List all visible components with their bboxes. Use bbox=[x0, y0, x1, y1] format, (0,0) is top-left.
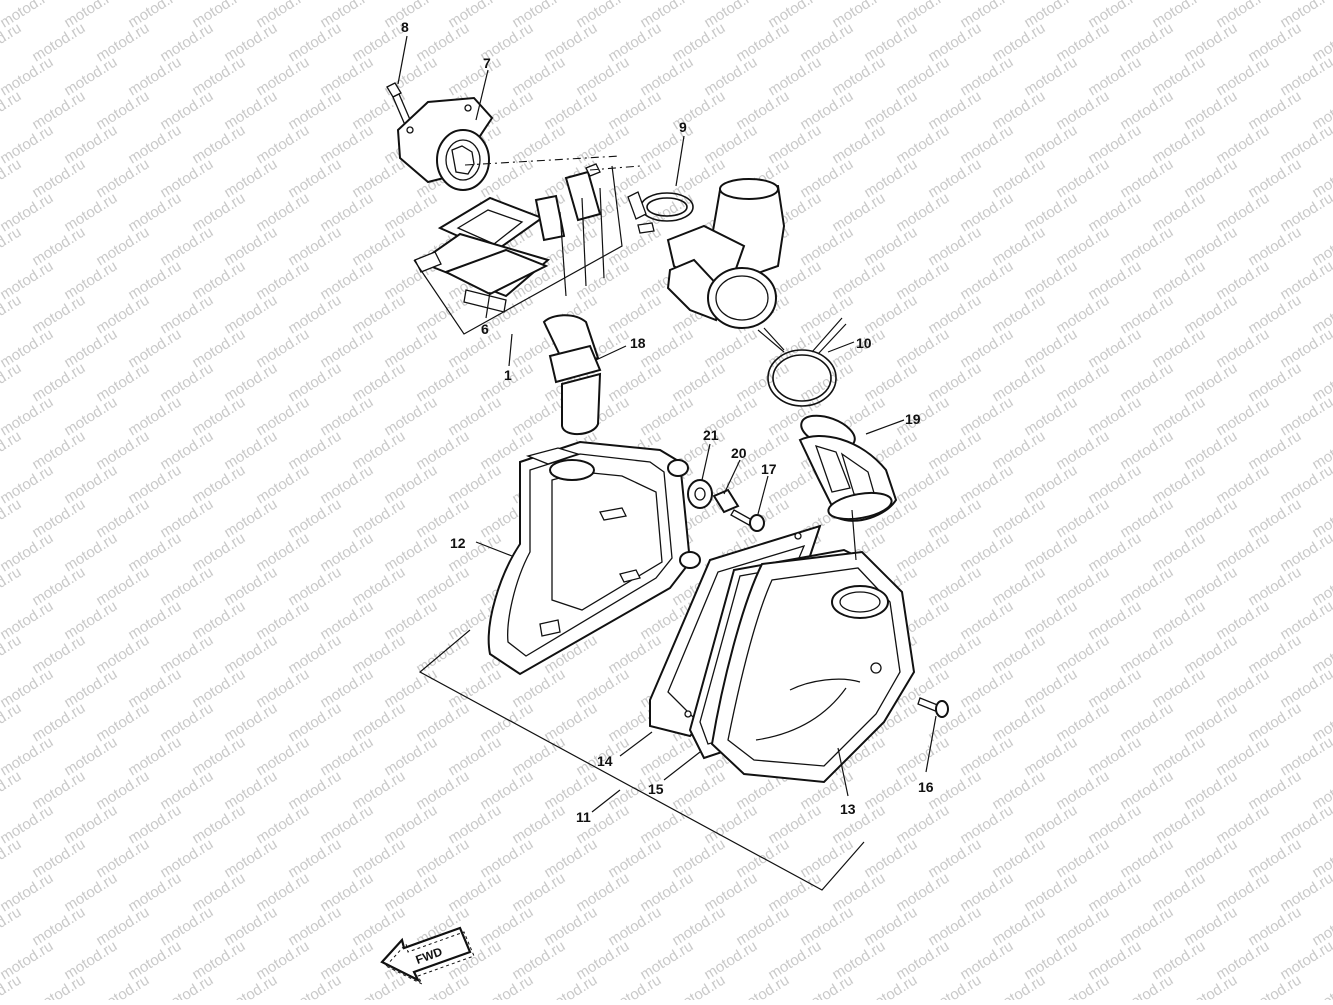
watermark-text: motod.ru bbox=[0, 156, 24, 202]
watermark-text: motod.ru bbox=[349, 972, 408, 1000]
watermark-text: motod.ru bbox=[0, 564, 24, 610]
callout-19: 17 bbox=[761, 461, 777, 477]
watermark-text: motod.ru bbox=[1277, 258, 1333, 304]
watermark-text: motod.ru bbox=[477, 972, 536, 1000]
watermark-text: motod.ru bbox=[733, 972, 792, 1000]
watermark-text: motod.ru bbox=[0, 836, 24, 882]
callout-9: 9 bbox=[679, 119, 687, 135]
watermark-text: motod.ru bbox=[0, 632, 24, 678]
watermark-text: motod.ru bbox=[0, 496, 24, 542]
callout-14: 18 bbox=[630, 335, 646, 351]
callout-13: 13 bbox=[840, 801, 856, 817]
part-21-grommet bbox=[687, 479, 713, 509]
callout-12: 12 bbox=[450, 535, 466, 551]
callouts: 8 7 9 6 1 18 10 19 21 20 17 12 14 15 11 … bbox=[401, 19, 934, 825]
assembly-lines bbox=[413, 155, 865, 891]
watermark-text: motod.ru bbox=[1277, 394, 1333, 440]
watermark-text: motod.ru bbox=[0, 20, 24, 66]
watermark-text: motod.ru bbox=[1053, 972, 1112, 1000]
part-17-intake-boot bbox=[798, 414, 898, 522]
watermark-text: motod.ru bbox=[989, 972, 1048, 1000]
watermark-text: motod.ru bbox=[0, 428, 24, 474]
part-20-collar bbox=[712, 488, 740, 514]
part-13-cover bbox=[710, 550, 916, 784]
watermark-text: motod.ru bbox=[797, 972, 856, 1000]
callout-17: 19 bbox=[905, 411, 921, 427]
watermark-text: motod.ru bbox=[1309, 972, 1333, 1000]
watermark-text: motod.ru bbox=[1277, 598, 1333, 644]
watermark-text: motod.ru bbox=[861, 972, 920, 1000]
part-6-reed-valve bbox=[414, 163, 602, 313]
part-9-clamp bbox=[627, 191, 694, 234]
watermark-text: motod.ru bbox=[1277, 462, 1333, 508]
callout-11: 11 bbox=[576, 809, 591, 825]
watermark-text: motod.ru bbox=[1277, 802, 1333, 848]
part-18-screw bbox=[917, 697, 949, 718]
part-7-manifold bbox=[396, 96, 494, 191]
carburetor bbox=[666, 178, 786, 329]
part-10-hose-clip bbox=[757, 317, 847, 407]
callout-21: 21 bbox=[703, 427, 719, 443]
watermark-text: motod.ru bbox=[925, 972, 984, 1000]
callout-15: 14 bbox=[597, 753, 613, 769]
watermark-text: motod.ru bbox=[29, 972, 88, 1000]
callout-16: 15 bbox=[648, 781, 664, 797]
callout-8: 8 bbox=[401, 19, 409, 35]
leader-lines bbox=[397, 35, 937, 813]
part-19-bolt bbox=[730, 509, 765, 532]
watermark-text: motod.ru bbox=[1117, 972, 1176, 1000]
watermark-text: motod.ru bbox=[1245, 972, 1304, 1000]
watermark-text: motod.ru bbox=[1277, 938, 1333, 984]
watermark-text: motod.ru bbox=[221, 972, 280, 1000]
watermark-text: motod.ru bbox=[1277, 530, 1333, 576]
watermark-text: motod.ru bbox=[1277, 870, 1333, 916]
callout-6: 6 bbox=[481, 321, 489, 337]
callout-1: 1 bbox=[504, 367, 512, 383]
part-14-duct bbox=[542, 314, 602, 435]
callout-20: 20 bbox=[731, 445, 747, 461]
watermark-text: motod.ru bbox=[0, 224, 24, 270]
watermark-text: motod.ru bbox=[0, 292, 24, 338]
watermark-text: motod.ru bbox=[1277, 326, 1333, 372]
callout-10: 10 bbox=[856, 335, 872, 351]
watermark-text: motod.ru bbox=[0, 700, 24, 746]
callout-18: 16 bbox=[918, 779, 934, 795]
watermark-text: motod.ru bbox=[285, 972, 344, 1000]
watermark-text: motod.ru bbox=[413, 972, 472, 1000]
watermark-text: motod.ru bbox=[0, 360, 24, 406]
watermark-text: motod.ru bbox=[0, 768, 24, 814]
callout-7: 7 bbox=[483, 55, 491, 71]
watermark-text: motod.ru bbox=[669, 972, 728, 1000]
watermark-text: motod.ru bbox=[1277, 122, 1333, 168]
watermark-text: motod.ru bbox=[1277, 190, 1333, 236]
part-12-case bbox=[487, 440, 701, 676]
watermark-text: motod.ru bbox=[93, 972, 152, 1000]
watermark-text: motod.ru bbox=[1277, 734, 1333, 780]
watermark-text: motod.ru bbox=[0, 88, 24, 134]
watermark-text: motod.ru bbox=[1181, 972, 1240, 1000]
fwd-arrow-icon: FWD bbox=[380, 926, 475, 986]
watermark-text: motod.ru bbox=[541, 972, 600, 1000]
watermark-text: motod.ru bbox=[157, 972, 216, 1000]
watermark-text: motod.ru bbox=[1277, 666, 1333, 712]
watermark-text: motod.ru bbox=[605, 972, 664, 1000]
watermark-text: motod.ru bbox=[1277, 54, 1333, 100]
watermark-text: motod.ru bbox=[0, 904, 24, 950]
